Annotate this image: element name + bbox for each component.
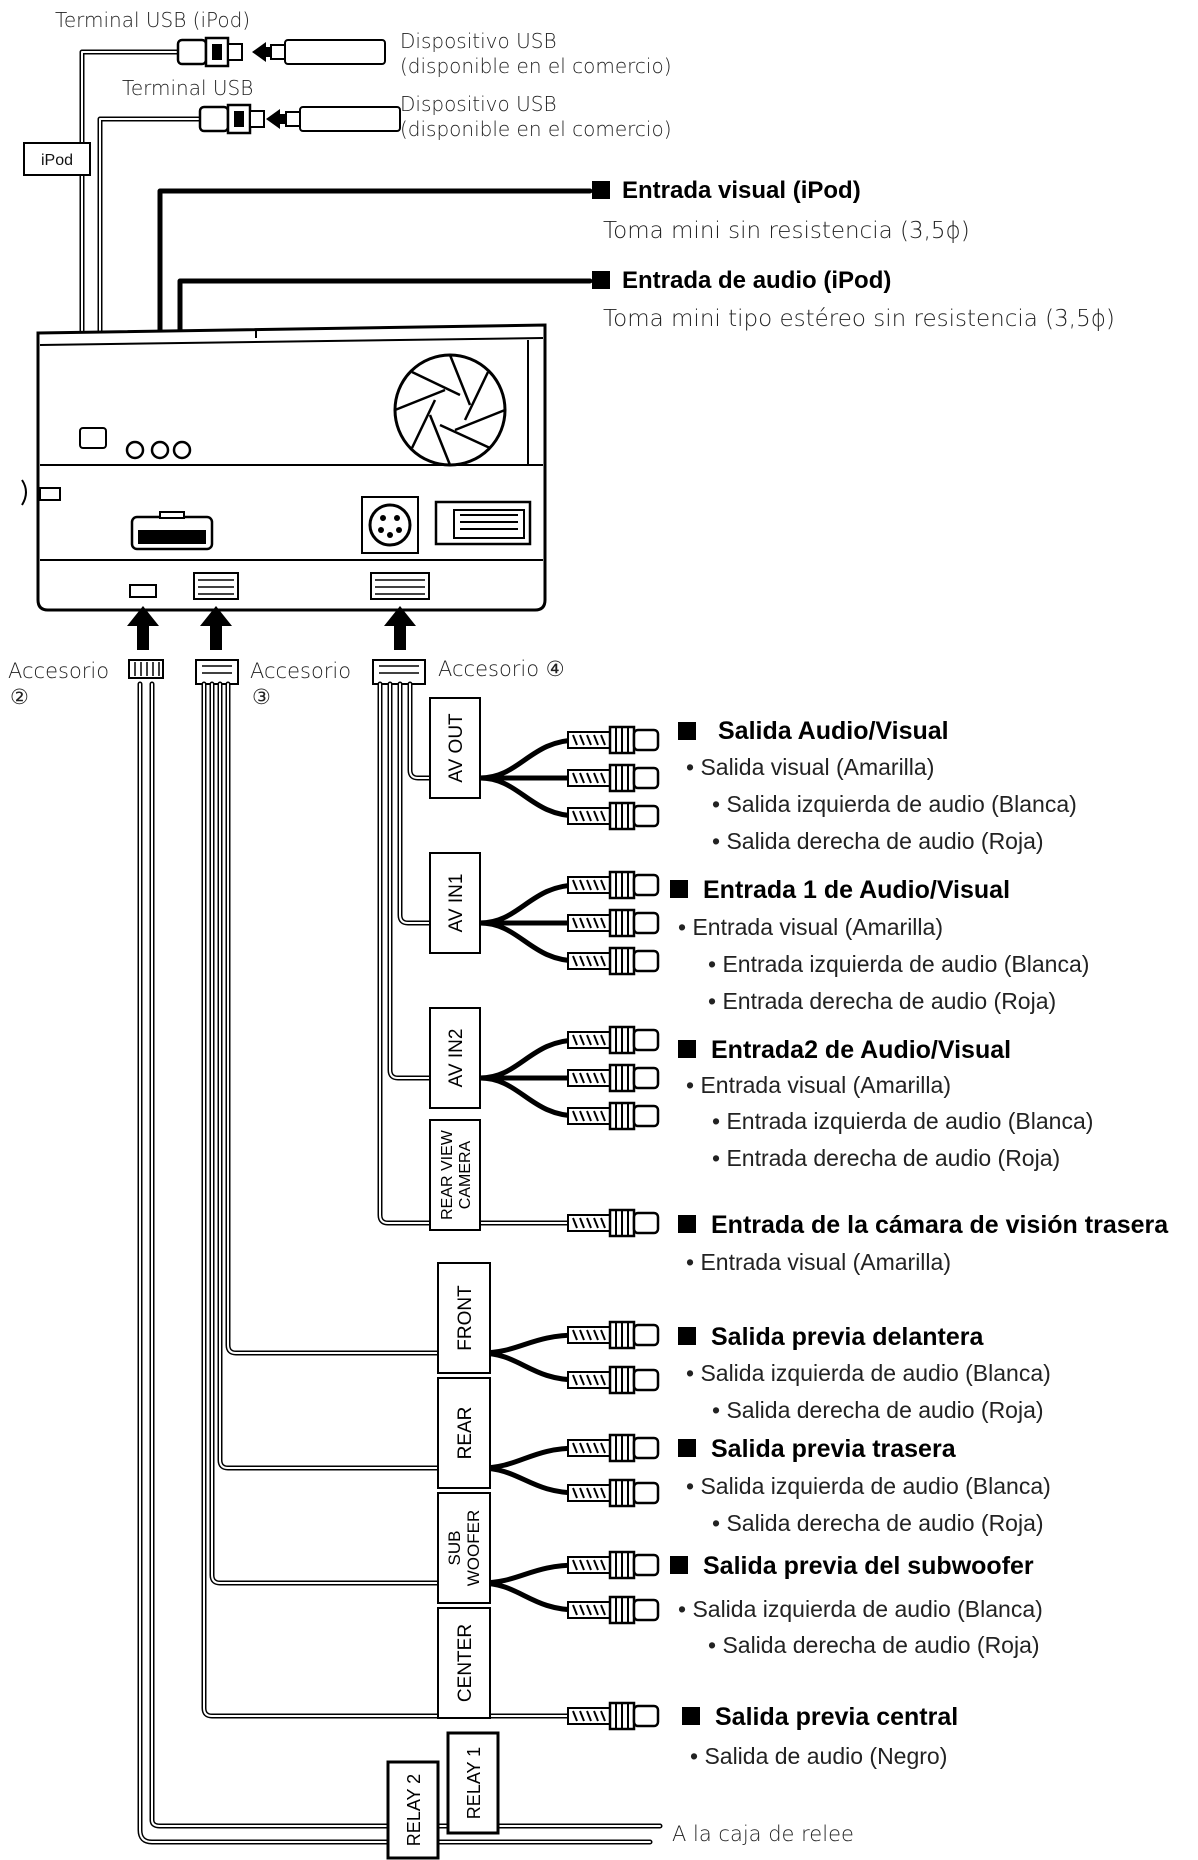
input-av1-title: Entrada 1 de Audio/Visual (703, 876, 1010, 904)
input-audio-title: Entrada de audio (iPod) (622, 267, 891, 294)
input-av2-item-3: • Entrada derecha de audio (Roja) (712, 1145, 1060, 1171)
accessory-2-label: Accesorio (8, 659, 109, 683)
input-av1-item-2: • Entrada izquierda de audio (Blanca) (708, 951, 1089, 977)
usb-device-ipod-line2: (disponible en el comercio) (400, 54, 672, 78)
output-av-item-3: • Salida derecha de audio (Roja) (712, 828, 1044, 854)
input-av1-item-1: • Entrada visual (Amarilla) (678, 914, 943, 940)
input-av2-item-1: • Entrada visual (Amarilla) (686, 1072, 951, 1098)
usb-device-main-line1: Dispositivo USB (400, 92, 557, 116)
accessory-3-label: Accesorio (250, 659, 351, 683)
bullet-sub-preout (670, 1556, 688, 1574)
rear-camera-title: Entrada de la cámara de visión trasera (711, 1211, 1169, 1239)
fan-icon (393, 353, 507, 467)
center-preout-item-1: • Salida de audio (Negro) (690, 1743, 947, 1769)
bullet-input-av1 (670, 880, 688, 898)
bullet-audio-ipod (592, 271, 610, 289)
tag-rear: REAR (437, 1377, 491, 1489)
usb-device-ipod-line1: Dispositivo USB (400, 29, 557, 53)
rca-plugs (566, 725, 660, 1731)
ipod-box (23, 142, 91, 176)
accessory-4-label: Accesorio ④ (438, 657, 565, 681)
wire-harness (137, 681, 663, 1845)
tag-relay2: RELAY 2 (386, 1760, 440, 1860)
bullet-rear-preout (678, 1439, 696, 1457)
output-av-item-2: • Salida izquierda de audio (Blanca) (712, 791, 1077, 817)
input-av1-item-3: • Entrada derecha de audio (Roja) (708, 988, 1056, 1014)
center-preout-title: Salida previa central (715, 1703, 958, 1731)
relay-box-label: A la caja de relee (672, 1822, 854, 1846)
accessory-3-number: ③ (252, 685, 271, 709)
usb-device-ipod (270, 39, 386, 65)
output-av-title: Salida Audio/Visual (718, 717, 949, 745)
arrow-up-icon (200, 606, 232, 650)
svg-text:REAR: REAR (455, 1407, 476, 1460)
svg-text:WOOFER: WOOFER (464, 1510, 483, 1587)
svg-text:AV IN1: AV IN1 (446, 874, 467, 933)
tag-relay1: RELAY 1 (446, 1731, 500, 1835)
front-preout-title: Salida previa delantera (711, 1323, 984, 1351)
input-av2-title: Entrada2 de Audio/Visual (711, 1036, 1011, 1064)
usb-connector-ipod (176, 36, 276, 68)
tag-av-in2: AV IN2 (429, 1007, 481, 1109)
input-visual-title: Entrada visual (iPod) (622, 177, 861, 204)
front-preout-item-2: • Salida derecha de audio (Roja) (712, 1397, 1044, 1423)
rear-preout-title: Salida previa trasera (711, 1435, 957, 1463)
ipod-box-label: iPod (41, 152, 73, 169)
tag-subwoofer: SUB WOOFER (437, 1492, 491, 1604)
svg-text:RELAY 2: RELAY 2 (404, 1774, 424, 1846)
svg-text:AV OUT: AV OUT (446, 713, 467, 783)
bullet-center-preout (682, 1707, 700, 1725)
usb-connector-main (198, 103, 290, 135)
input-visual-desc: Toma mini sin resistencia (3,5ϕ) (603, 218, 970, 244)
bullet-input-av2 (678, 1040, 696, 1058)
usb-device-main (285, 106, 401, 132)
rear-preout-item-1: • Salida izquierda de audio (Blanca) (686, 1473, 1051, 1499)
tag-av-out: AV OUT (429, 697, 481, 799)
svg-text:RELAY 1: RELAY 1 (464, 1747, 484, 1819)
front-preout-item-1: • Salida izquierda de audio (Blanca) (686, 1360, 1051, 1386)
bullet-visual-ipod (592, 181, 610, 199)
tag-rear-view-camera: REAR VIEW CAMERA (429, 1119, 481, 1231)
svg-text:CAMERA: CAMERA (457, 1140, 474, 1209)
rear-preout-item-2: • Salida derecha de audio (Roja) (712, 1510, 1044, 1536)
input-audio-desc: Toma mini tipo estéreo sin resistencia (… (603, 306, 1115, 332)
svg-text:SUB: SUB (445, 1531, 464, 1566)
arrow-up-icon (127, 606, 159, 650)
rear-camera-item-1: • Entrada visual (Amarilla) (686, 1249, 951, 1275)
output-av-item-1: • Salida visual (Amarilla) (686, 754, 934, 780)
accessory-3-plug (195, 659, 239, 685)
svg-text:CENTER: CENTER (455, 1624, 476, 1702)
accessory-4-plug (372, 659, 426, 685)
tag-av-in1: AV IN1 (429, 852, 481, 954)
accessory-2-number: ② (10, 685, 29, 709)
usb-terminal-label: Terminal USB (122, 76, 253, 100)
bullet-rear-camera (678, 1215, 696, 1233)
input-av2-item-2: • Entrada izquierda de audio (Blanca) (712, 1108, 1093, 1134)
sub-preout-item-1: • Salida izquierda de audio (Blanca) (678, 1596, 1043, 1622)
usb-device-main-line2: (disponible en el comercio) (400, 117, 672, 141)
sub-preout-item-2: • Salida derecha de audio (Roja) (708, 1632, 1040, 1658)
svg-text:AV IN2: AV IN2 (446, 1029, 467, 1088)
bullet-front-preout (678, 1327, 696, 1345)
bullet-output-av (678, 722, 696, 740)
arrow-up-icon (384, 606, 416, 650)
tag-center: CENTER (437, 1607, 491, 1719)
sub-preout-title: Salida previa del subwoofer (703, 1552, 1034, 1580)
svg-text:REAR VIEW: REAR VIEW (439, 1129, 456, 1220)
svg-text:FRONT: FRONT (455, 1285, 476, 1351)
accessory-2-plug (128, 659, 164, 679)
usb-terminal-ipod-label: Terminal USB (iPod) (55, 8, 250, 32)
tag-front: FRONT (437, 1262, 491, 1374)
head-unit (21, 323, 547, 612)
